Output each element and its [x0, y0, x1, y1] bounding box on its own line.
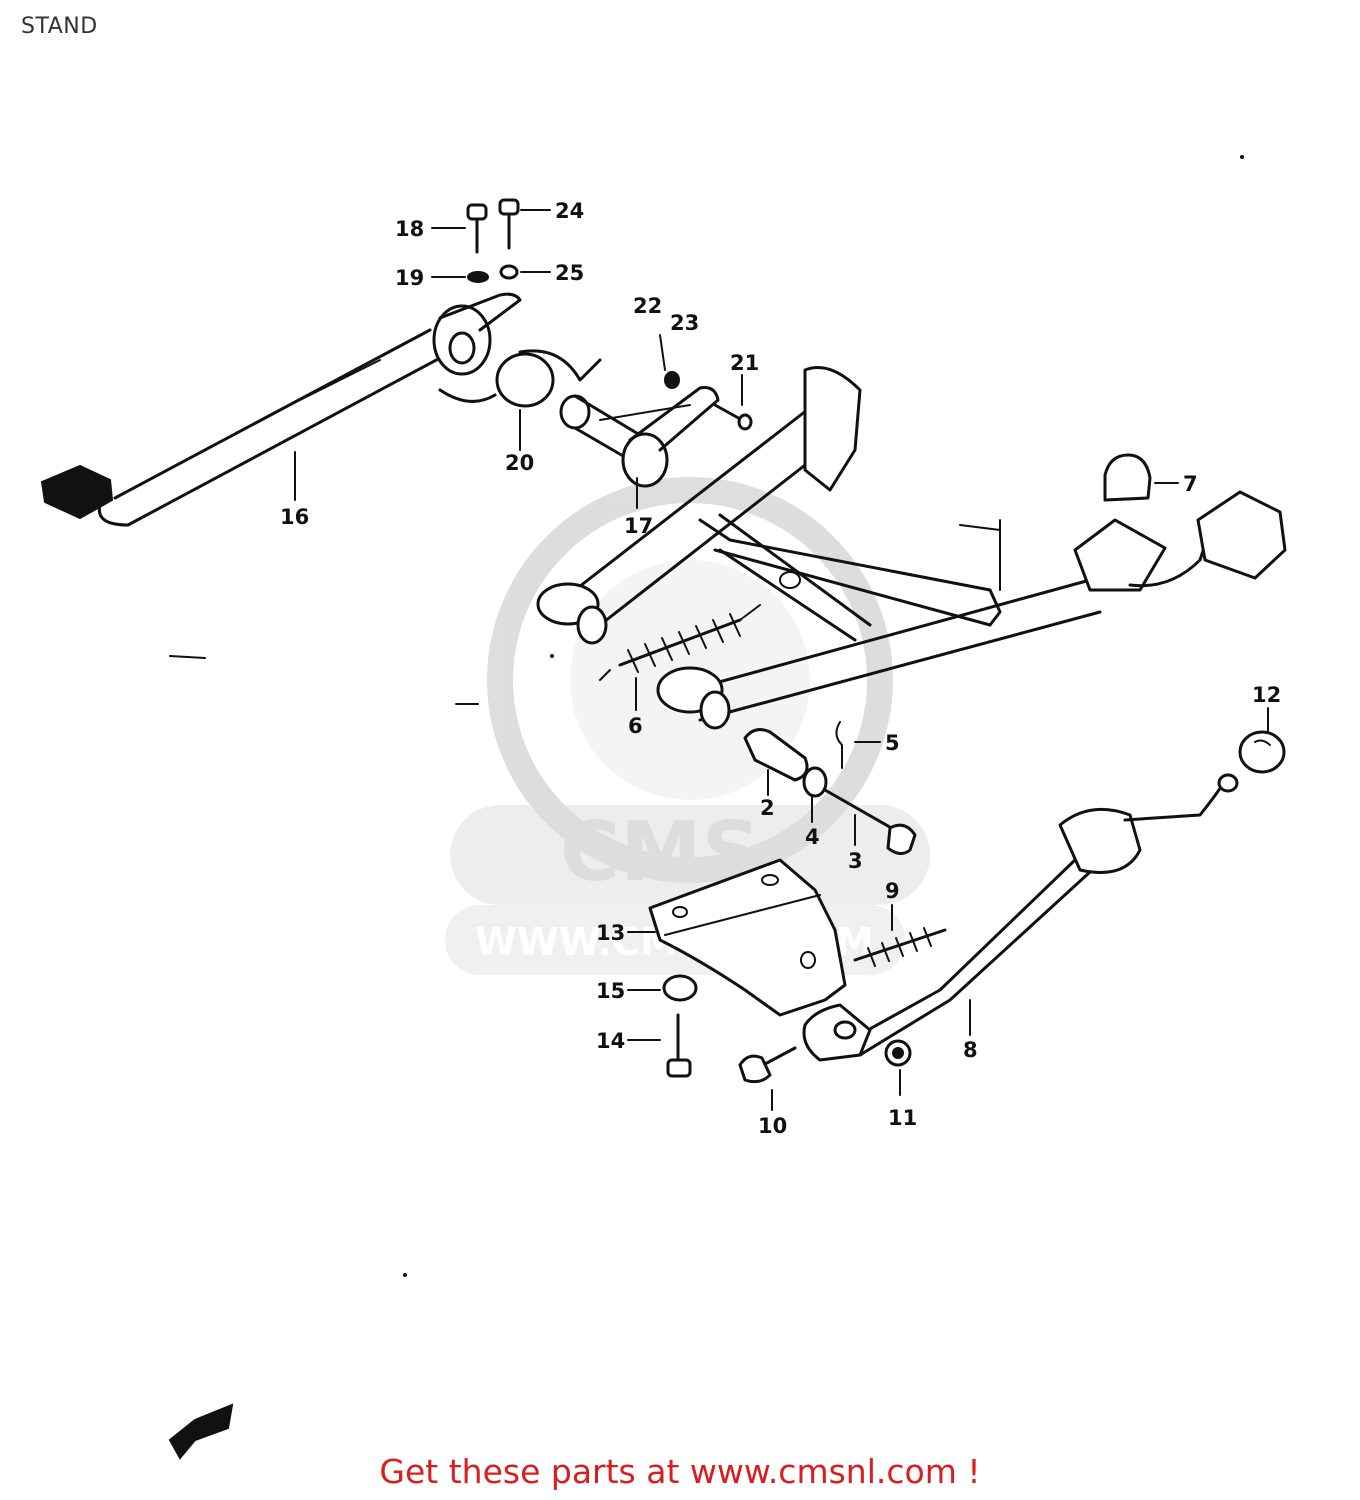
callout-25: 25 [555, 261, 584, 285]
callout-5: 5 [885, 731, 900, 755]
callout-labels: 18 24 19 25 22 23 21 20 16 17 7 6 12 5 2… [280, 199, 1281, 1138]
callout-12: 12 [1252, 683, 1281, 707]
callout-11: 11 [888, 1106, 917, 1130]
bushing [743, 728, 809, 782]
callout-7: 7 [1183, 472, 1198, 496]
callout-23: 23 [670, 311, 699, 335]
callout-15: 15 [596, 979, 625, 1003]
callout-14: 14 [596, 1029, 625, 1053]
callout-10: 10 [758, 1114, 787, 1138]
cotter-pin [659, 334, 680, 389]
callout-22: 22 [633, 294, 662, 318]
callout-3: 3 [848, 849, 863, 873]
side-stand [802, 773, 1239, 1062]
side-stand-nut [884, 1039, 912, 1067]
bolts-top [466, 198, 520, 283]
scan-specks [169, 155, 1244, 1277]
main-stand [536, 366, 1287, 730]
callout-17: 17 [624, 514, 653, 538]
clip-pin [835, 721, 843, 769]
callout-20: 20 [505, 451, 534, 475]
callout-8: 8 [963, 1038, 978, 1062]
side-stand-bolt [738, 1046, 797, 1084]
footer-link[interactable]: Get these parts at www.cmsnl.com ! [379, 1452, 981, 1491]
stopper-rubber [1238, 730, 1286, 774]
callout-21: 21 [730, 351, 759, 375]
callout-9: 9 [885, 879, 900, 903]
stand-spring [599, 604, 761, 681]
pivot-arm [559, 386, 720, 488]
callout-2: 2 [760, 796, 775, 820]
callout-16: 16 [280, 505, 309, 529]
front-arrow-icon [168, 1403, 234, 1460]
washer [802, 766, 828, 798]
callout-6: 6 [628, 714, 643, 738]
brake-pedal [40, 292, 522, 527]
stopper-cap [1103, 453, 1152, 502]
bracket-plate [648, 858, 847, 1017]
plate-bolt [666, 1013, 692, 1078]
callout-24: 24 [555, 199, 584, 223]
callout-19: 19 [395, 266, 424, 290]
pin [713, 403, 753, 431]
callout-18: 18 [395, 217, 424, 241]
side-stand-spring [853, 927, 947, 967]
leader-lines [294, 209, 1269, 1111]
callout-4: 4 [805, 825, 820, 849]
return-spring [438, 349, 602, 408]
plate-washer [662, 974, 698, 1002]
stand-bolt [823, 788, 917, 855]
page-title: STAND [21, 14, 98, 39]
callout-13: 13 [596, 921, 625, 945]
